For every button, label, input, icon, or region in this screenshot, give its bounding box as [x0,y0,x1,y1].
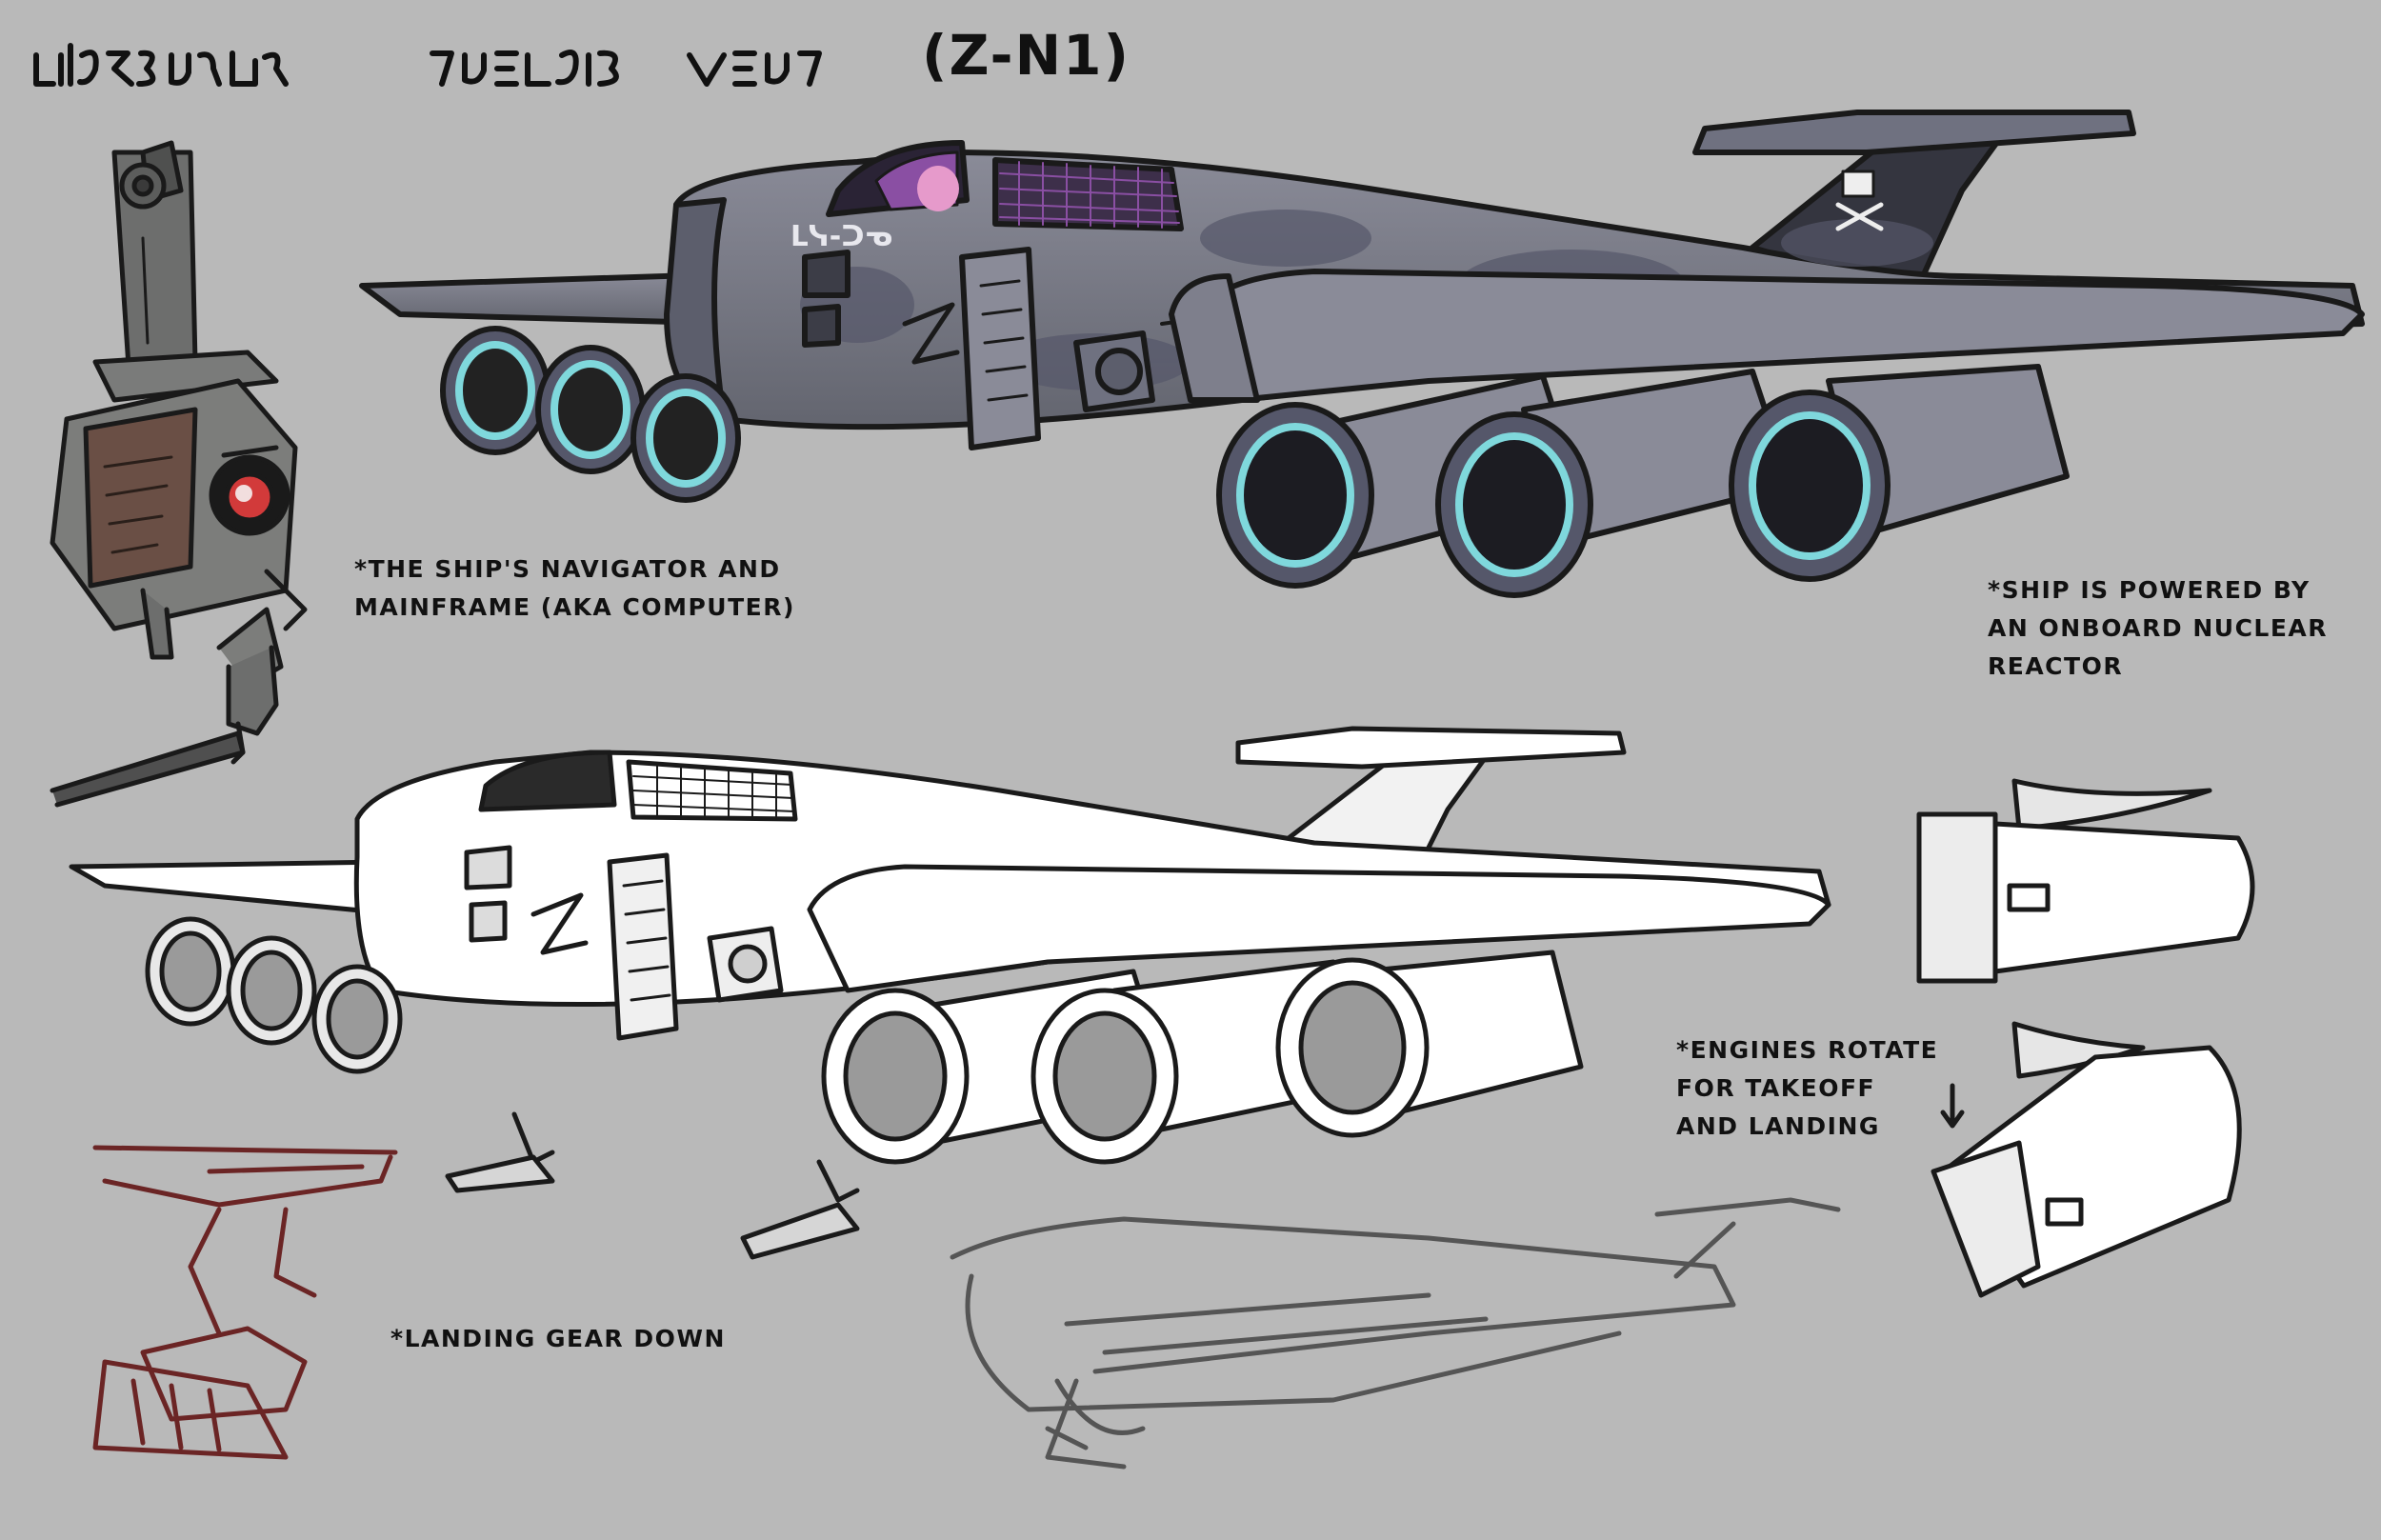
ship-gesture-sketch [950,1197,1841,1470]
title-model-code: (Z-N1) [922,23,1131,88]
power-note-line2: AN ONBOARD NUCLEAR [1988,614,2329,642]
engines-note-line1: *ENGINES ROTATE [1676,1036,1939,1064]
ship-line-art [69,726,1831,1260]
navigator-note-line2: MAINFRAME (AKA COMPUTER) [354,593,795,621]
navigator-robot-sketch [50,140,308,808]
navigator-note-line1: *THE SHIP'S NAVIGATOR AND [354,555,781,583]
hull-marking-text: ᒪᓭ-ᑐᓀ [790,220,892,253]
engines-note-line2: FOR TAKEOFF [1676,1074,1876,1102]
power-note-line3: REACTOR [1988,652,2124,680]
power-note-line1: *SHIP IS POWERED BY [1988,576,2311,604]
navigator-note: *THE SHIP'S NAVIGATOR AND MAINFRAME (AKA… [354,550,795,627]
engines-note: *ENGINES ROTATE FOR TAKEOFF AND LANDING [1676,1031,1938,1146]
landing-gear-note-line1: *LANDING GEAR DOWN [390,1325,726,1352]
engine-rotation-diagram [1916,778,2255,1298]
landing-gear-note: *LANDING GEAR DOWN [390,1320,726,1358]
power-note: *SHIP IS POWERED BY AN ONBOARD NUCLEAR R… [1988,571,2328,686]
engines-note-line3: AND LANDING [1676,1112,1880,1140]
ship-color-render [359,110,2365,598]
landing-gear-sketch [92,1145,398,1460]
title-glyph-script [33,43,822,87]
